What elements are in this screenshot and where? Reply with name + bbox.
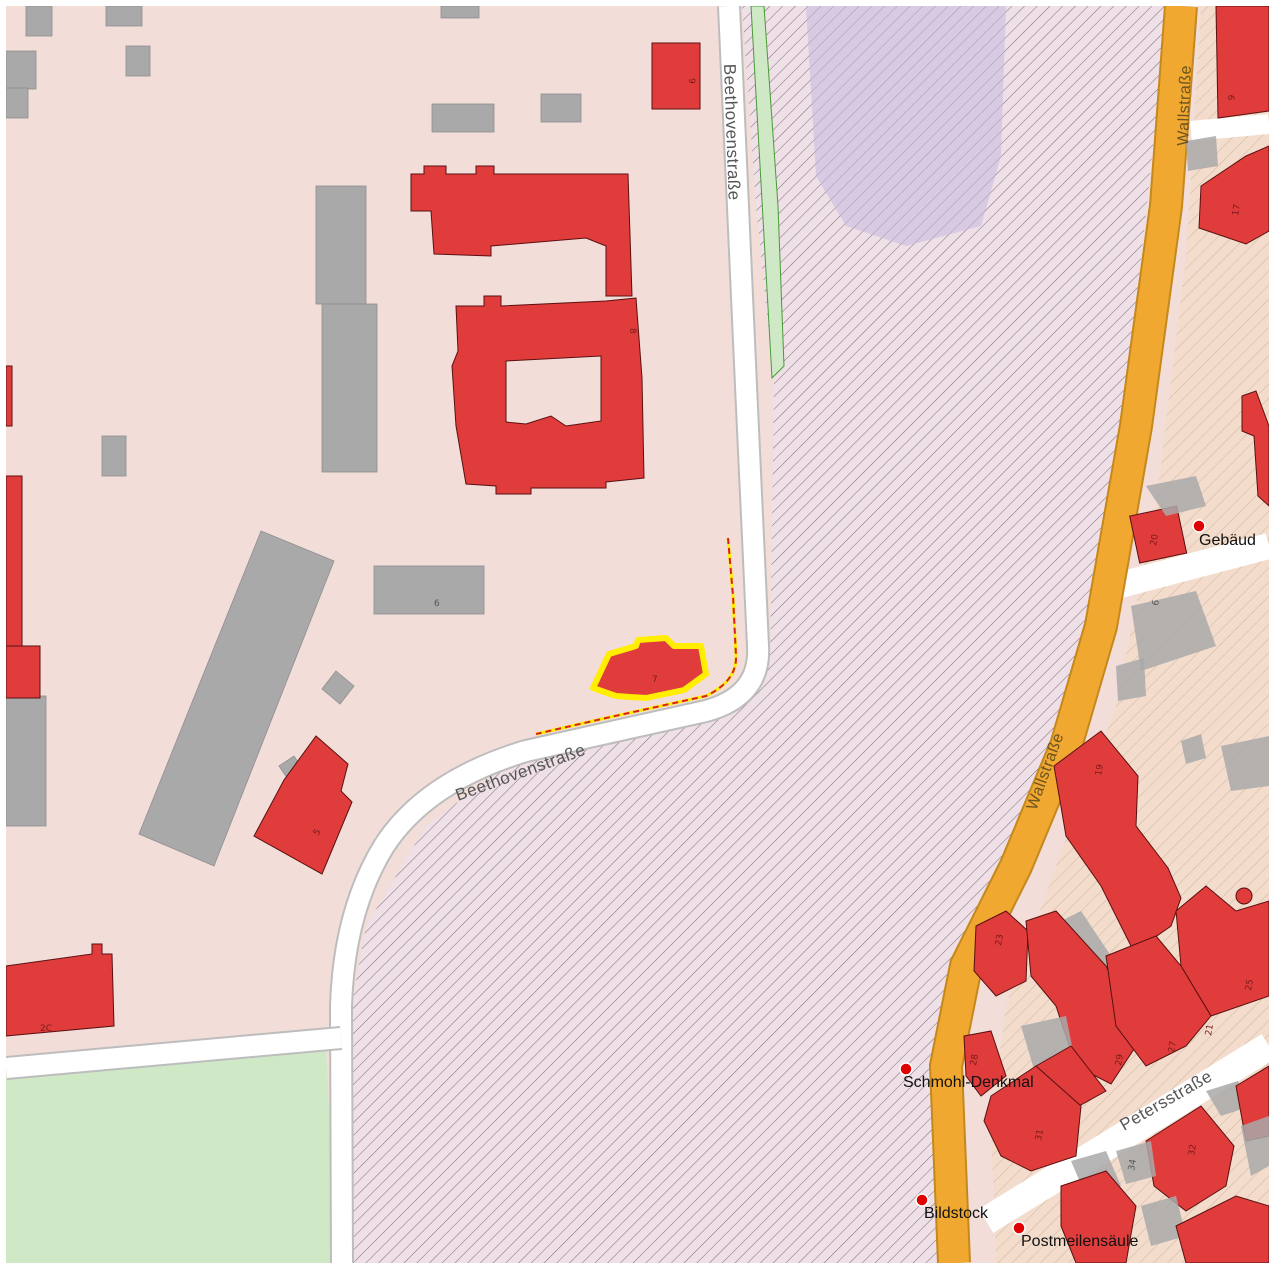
house-number-7: 7 [652,675,658,685]
street-label-beethovenstrasse-vertical: Beethovenstraße [720,63,744,201]
house-number-31: 31 [1034,1129,1046,1142]
highlighted-building[interactable] [590,635,709,701]
house-number-32: 32 [1187,1144,1199,1157]
house-number-21: 21 [1204,1024,1216,1037]
house-number-28: 28 [969,1053,981,1066]
house-number-23: 23 [994,934,1006,947]
house-number-29: 29 [1114,1053,1126,1066]
poi-schmohl-denkmal[interactable]: Schmohl-Denkmal [899,1062,1034,1091]
purple-zone [806,6,1006,246]
poi-label-schmohl: Schmohl-Denkmal [903,1074,1034,1091]
building-9-top [651,42,701,110]
map-canvas[interactable]: 9 8 6 7 5 2C 20 6 19 23 21 25 27 29 31 2… [6,6,1269,1263]
park-area [6,1046,336,1263]
street-label-wallstrasse-top: Wallstraße [1175,65,1195,146]
petersstrasse-road [978,1034,1269,1233]
house-number-27: 27 [1167,1041,1179,1054]
green-strip [750,6,785,380]
house-number-2c: 2C [40,1024,52,1034]
house-number-right-6: 6 [1151,599,1162,607]
house-number-25: 25 [1244,979,1256,992]
house-number-17: 17 [1231,204,1243,217]
poi-label-gebaeude: Gebäud [1199,532,1256,549]
house-number-right-top: 9 [1227,94,1238,102]
map-viewport[interactable]: 9 8 6 7 5 2C 20 6 19 23 21 25 27 29 31 2… [6,6,1269,1263]
right-street-1 [1112,533,1269,599]
gray-building [25,6,53,37]
right-street-2 [1190,114,1269,141]
house-number-6: 6 [434,599,440,609]
house-number-9: 9 [686,78,696,84]
poi-gebaeude[interactable]: Gebäud [1192,519,1256,549]
main-campus-building [410,165,633,297]
house-number-5: 5 [312,828,324,838]
poi-label-bildstock: Bildstock [924,1205,989,1222]
house-number-19: 19 [1094,763,1106,776]
house-number-8: 8 [627,328,637,334]
poi-bildstock[interactable]: Bildstock [915,1193,989,1222]
house-number-34: 34 [1127,1158,1139,1171]
poi-postmeilensaeule[interactable]: Postmeilensäule [1012,1221,1139,1250]
poi-label-postmeilensaeule: Postmeilensäule [1021,1233,1139,1250]
house-number-20: 20 [1149,533,1161,546]
